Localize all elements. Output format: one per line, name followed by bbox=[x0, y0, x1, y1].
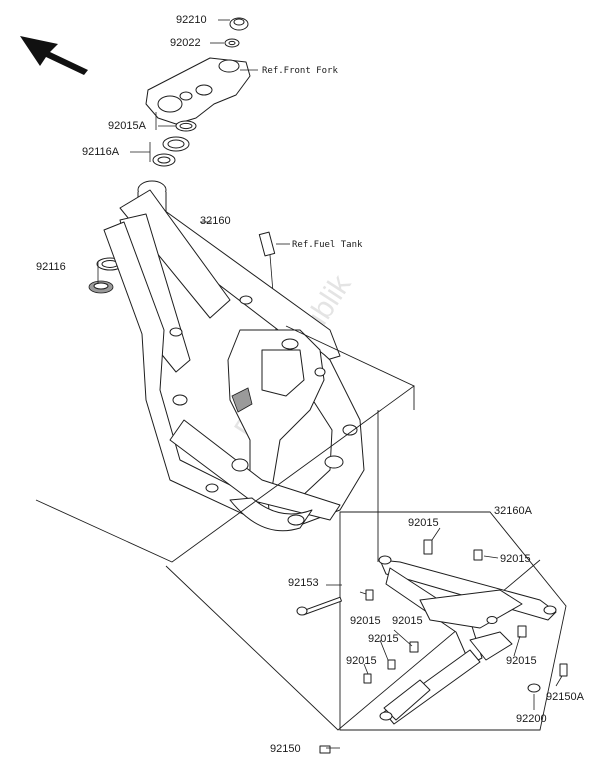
ref-fuel-tank: Ref.Fuel Tank bbox=[292, 240, 363, 250]
bolt-92015-6[interactable] bbox=[363, 673, 372, 684]
bearing-92116A[interactable] bbox=[152, 136, 190, 167]
label-32160: 32160 bbox=[200, 215, 231, 227]
ref-front-fork: Ref.Front Fork bbox=[262, 66, 338, 76]
label-92015-1: 92015 bbox=[408, 517, 439, 529]
bolt-92015-2[interactable] bbox=[473, 549, 483, 561]
bearing-92116[interactable] bbox=[88, 257, 124, 294]
washer-92200[interactable] bbox=[527, 683, 541, 693]
label-92210: 92210 bbox=[176, 14, 207, 26]
label-92200: 92200 bbox=[516, 713, 547, 725]
label-92015-6: 92015 bbox=[346, 655, 377, 667]
bolt-92015-4[interactable] bbox=[409, 641, 419, 653]
label-92015-2: 92015 bbox=[500, 553, 531, 565]
bearing-92015A[interactable] bbox=[175, 120, 197, 132]
label-92015-7: 92015 bbox=[506, 655, 537, 667]
label-92116A: 92116A bbox=[82, 146, 120, 158]
label-32160A: 32160A bbox=[494, 505, 533, 517]
washer-92022[interactable] bbox=[224, 38, 240, 48]
label-92116: 92116 bbox=[36, 261, 66, 273]
bolt-92015-5[interactable] bbox=[387, 659, 396, 670]
label-92150A: 92150A bbox=[546, 691, 585, 703]
projection-outline-upper bbox=[35, 325, 415, 563]
label-92015A: 92015A bbox=[108, 120, 147, 132]
bolt-92150A[interactable] bbox=[559, 663, 568, 677]
steering-stem-clamp[interactable] bbox=[145, 57, 251, 130]
label-92022: 92022 bbox=[170, 37, 201, 49]
nut-92210[interactable] bbox=[229, 17, 249, 31]
bolt-92150[interactable] bbox=[319, 745, 331, 754]
main-frame-32160[interactable] bbox=[103, 180, 365, 532]
bolt-92015-1[interactable] bbox=[423, 539, 433, 555]
bolt-92015-3[interactable] bbox=[365, 589, 374, 601]
bolt-92015-7[interactable] bbox=[517, 625, 527, 638]
label-92015-4: 92015 bbox=[392, 615, 423, 627]
direction-arrow-icon bbox=[20, 36, 88, 75]
label-92150: 92150 bbox=[270, 743, 301, 755]
bolt-92153[interactable] bbox=[296, 596, 342, 616]
label-92015-5: 92015 bbox=[368, 633, 399, 645]
label-92015-3: 92015 bbox=[350, 615, 381, 627]
subframe-32160A[interactable] bbox=[378, 555, 557, 725]
label-92153: 92153 bbox=[288, 577, 319, 589]
leader-lines bbox=[97, 19, 563, 749]
